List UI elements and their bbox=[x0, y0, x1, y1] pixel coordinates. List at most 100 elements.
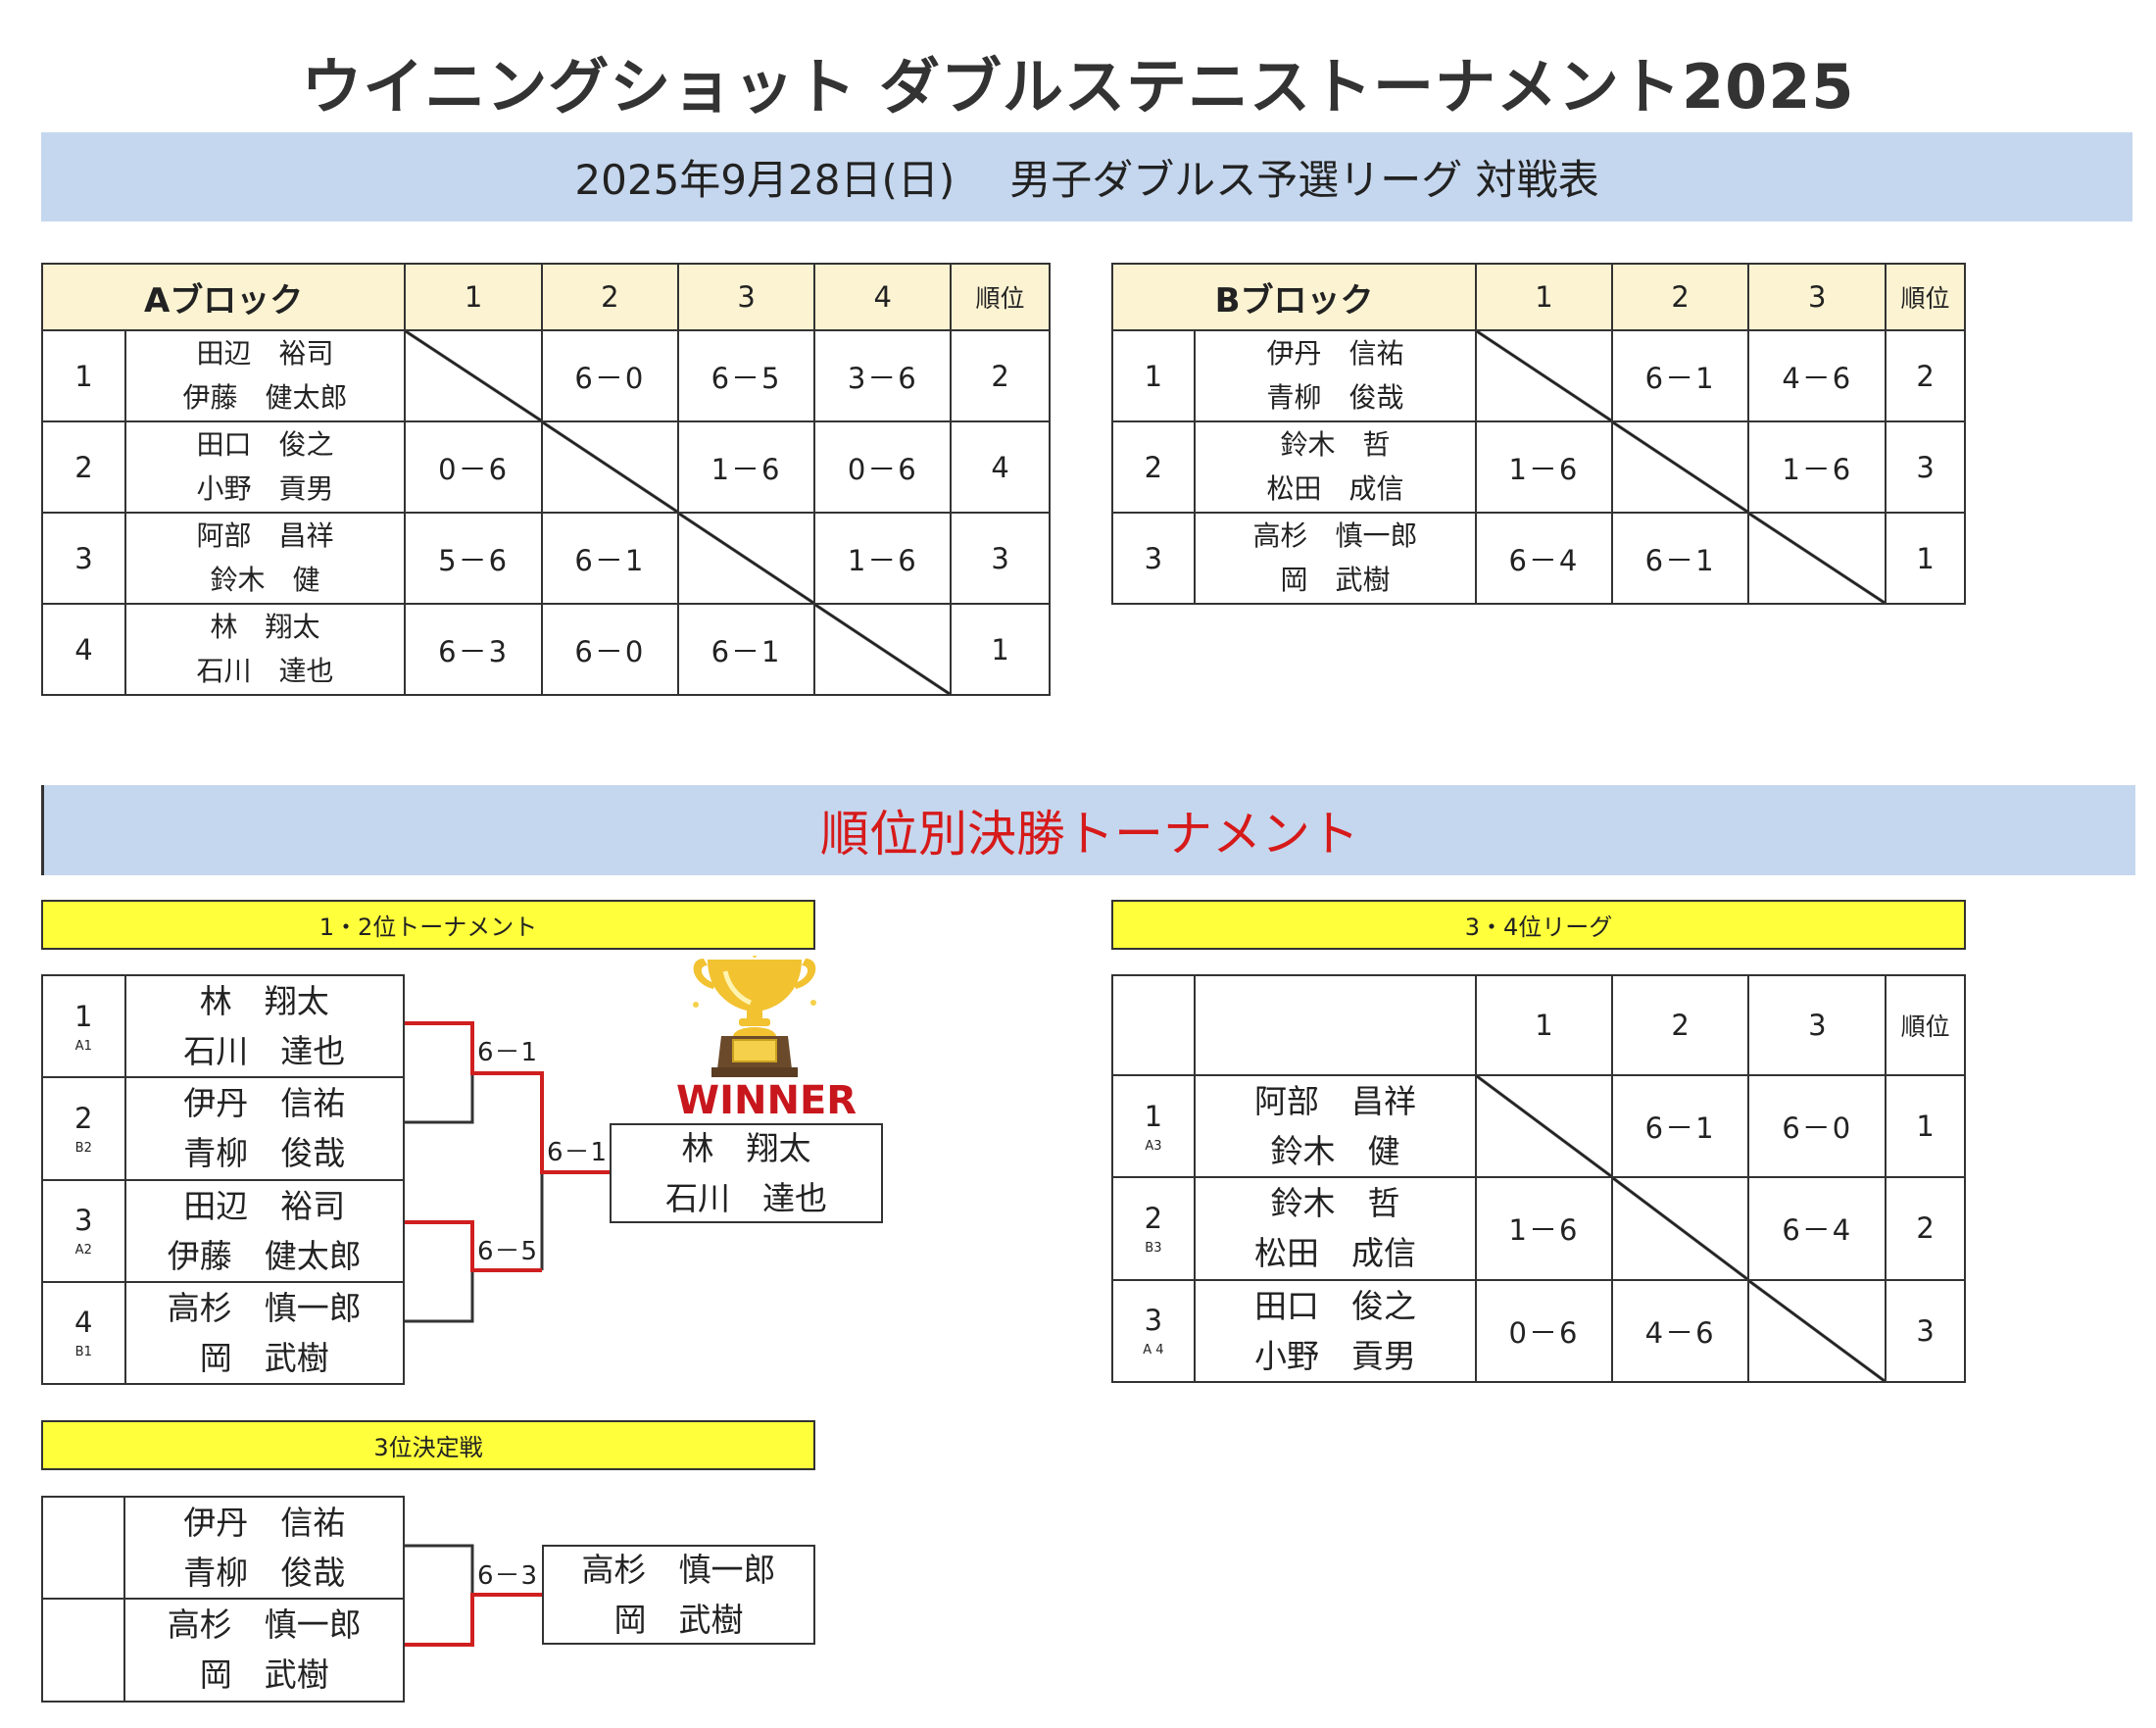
seed-label: A1 bbox=[74, 1038, 92, 1054]
subtitle-band: 2025年9月28日(日) 男子ダブルス予選リーグ 対戦表 bbox=[41, 132, 2132, 222]
rank-cell: 3 bbox=[950, 512, 1051, 605]
player-name: 阿部 昌祥 bbox=[196, 518, 334, 552]
pair-number-cell bbox=[40, 1495, 126, 1601]
seed-label: B3 bbox=[1145, 1240, 1162, 1256]
player-name: 岡 武樹 bbox=[1280, 563, 1391, 596]
rank-cell: 2 bbox=[1885, 329, 1966, 422]
pair-number-cell: 3 bbox=[41, 512, 126, 605]
third-place-score: 6－3 bbox=[477, 1555, 539, 1592]
pair-names-cell: 鈴木 哲松田 成信 bbox=[1193, 1176, 1478, 1281]
self-match-cell bbox=[813, 603, 953, 696]
player-name: 小野 貢男 bbox=[196, 471, 334, 505]
seed-label: B2 bbox=[74, 1140, 92, 1156]
self-match-cell bbox=[1747, 512, 1887, 605]
score-cell: 4－6 bbox=[1610, 1278, 1750, 1383]
rank-header: 順位 bbox=[950, 263, 1051, 331]
score-cell: 1－6 bbox=[1747, 420, 1887, 514]
pair-number: 1 bbox=[74, 359, 93, 393]
pair-number: 3 bbox=[74, 541, 93, 575]
score-cell: 3－6 bbox=[813, 329, 953, 422]
player-name: 田辺 裕司 bbox=[196, 336, 334, 370]
pair-number: 4 bbox=[74, 632, 93, 667]
tournament-12-label: 1・2位トーナメント bbox=[41, 900, 815, 950]
empty-header-cell bbox=[1111, 974, 1196, 1076]
pair-names-cell: 阿部 昌祥鈴木 健 bbox=[1193, 1073, 1478, 1179]
player-name: 鈴木 哲 bbox=[1280, 427, 1391, 461]
block-label: Bブロック bbox=[1110, 263, 1478, 331]
column-header: 1 bbox=[1475, 974, 1613, 1076]
third-line-winner bbox=[405, 1593, 542, 1647]
score-cell: 6－4 bbox=[1475, 512, 1613, 605]
event-date: 2025年9月28日(日) bbox=[574, 156, 956, 204]
player-name: 鈴木 哲 bbox=[1270, 1184, 1400, 1223]
pair-number: 4 bbox=[74, 1306, 93, 1340]
self-match-cell bbox=[540, 420, 679, 514]
winner-label: WINNER bbox=[676, 1078, 858, 1123]
self-match-cell bbox=[1475, 1073, 1613, 1179]
rank-cell: 4 bbox=[950, 420, 1051, 514]
player-name: 鈴木 健 bbox=[1270, 1132, 1400, 1171]
player-name: 石川 達也 bbox=[196, 654, 334, 687]
seed-label: A 4 bbox=[1143, 1343, 1164, 1358]
pair-number: 3 bbox=[74, 1204, 93, 1238]
bracket-line-semi2-winner bbox=[405, 1220, 542, 1272]
third-winner-name-1: 高杉 慎一郎 bbox=[581, 1550, 776, 1589]
player-name: 田辺 裕司 bbox=[183, 1186, 346, 1225]
self-match-cell bbox=[676, 512, 816, 605]
rank-header: 順位 bbox=[1885, 263, 1966, 331]
pair-number-cell: 2 bbox=[41, 420, 126, 514]
pair-names-cell: 高杉 慎一郎岡 武樹 bbox=[123, 1280, 406, 1386]
score-cell: 6－4 bbox=[1747, 1176, 1887, 1281]
player-name: 青柳 俊哉 bbox=[1266, 380, 1404, 414]
pair-names-cell: 高杉 慎一郎岡 武樹 bbox=[123, 1598, 405, 1703]
pair-number-cell bbox=[40, 1598, 126, 1703]
rank-cell: 1 bbox=[950, 603, 1051, 696]
pair-number-cell: 4 bbox=[41, 603, 126, 696]
player-name: 伊藤 健太郎 bbox=[182, 380, 348, 414]
column-header: 3 bbox=[1747, 974, 1887, 1076]
semi2-score: 6－5 bbox=[477, 1231, 539, 1267]
player-name: 伊丹 信祐 bbox=[1266, 336, 1404, 370]
self-match-cell bbox=[1610, 420, 1750, 514]
pair-number: 3 bbox=[1144, 1304, 1163, 1338]
rank-cell: 3 bbox=[1885, 420, 1966, 514]
pair-number: 3 bbox=[1144, 541, 1163, 575]
player-name: 伊丹 信祐 bbox=[183, 1504, 346, 1542]
self-match-cell bbox=[1747, 1278, 1887, 1383]
winner-name-1: 林 翔太 bbox=[681, 1128, 811, 1167]
event-name: 男子ダブルス予選リーグ 対戦表 bbox=[1009, 156, 1599, 204]
score-cell: 0－6 bbox=[404, 420, 543, 514]
player-name: 田口 俊之 bbox=[1253, 1286, 1416, 1325]
score-cell: 6－1 bbox=[540, 512, 679, 605]
rank-cell: 3 bbox=[1885, 1278, 1966, 1383]
player-name: 伊藤 健太郎 bbox=[167, 1236, 362, 1275]
pair-names-cell: 田辺 裕司伊藤 健太郎 bbox=[123, 1178, 406, 1283]
trophy-icon bbox=[693, 956, 816, 1077]
column-header: 2 bbox=[1610, 263, 1750, 331]
player-name: 林 翔太 bbox=[210, 610, 320, 643]
score-cell: 6－0 bbox=[540, 329, 679, 422]
third-winner-name-2: 岡 武樹 bbox=[613, 1601, 744, 1639]
player-name: 高杉 慎一郎 bbox=[167, 1605, 362, 1645]
score-cell: 1－6 bbox=[813, 512, 953, 605]
pair-names-cell: 鈴木 哲松田 成信 bbox=[1193, 420, 1478, 514]
pair-names-cell: 田口 俊之小野 貢男 bbox=[1193, 1278, 1478, 1383]
